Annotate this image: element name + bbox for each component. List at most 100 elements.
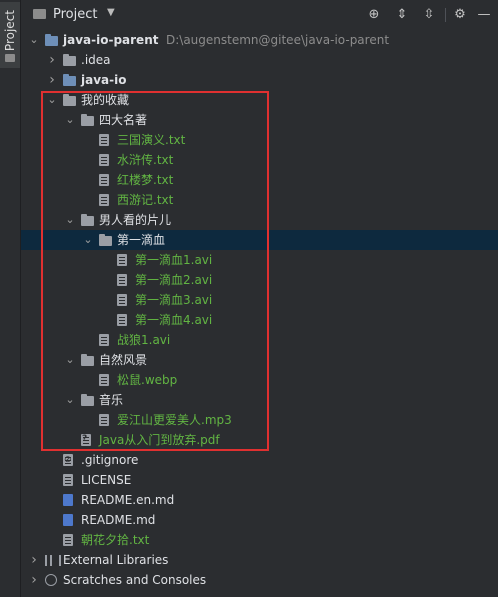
- tree-item-label: 朝花夕拾.txt: [81, 533, 150, 547]
- folder-icon: [63, 54, 76, 66]
- tree-row[interactable]: README.en.md: [21, 490, 498, 510]
- module-folder-icon: [63, 74, 76, 86]
- file-icon: [63, 474, 73, 486]
- folder-icon: [81, 214, 94, 226]
- file-icon: [117, 294, 127, 306]
- tree-row[interactable]: 第一滴血2.avi: [21, 270, 498, 290]
- tree-row[interactable]: README.md: [21, 510, 498, 530]
- collapse-all-icon[interactable]: ⇳: [423, 7, 435, 22]
- folder-icon: [63, 94, 76, 106]
- tree-row[interactable]: 朝花夕拾.txt: [21, 530, 498, 550]
- tree-item-label: 第一滴血2.avi: [135, 273, 213, 287]
- module-folder-icon: [45, 34, 58, 46]
- tree-item-label: 第一滴血1.avi: [135, 253, 213, 267]
- file-icon: [117, 254, 127, 266]
- chevron-down-icon[interactable]: ⌄: [65, 393, 75, 406]
- tree-row[interactable]: LICENSE: [21, 470, 498, 490]
- file-icon: [99, 194, 109, 206]
- tree-item-label: 四大名著: [99, 113, 148, 127]
- tree-row[interactable]: ⌄ 我的收藏: [21, 90, 498, 110]
- gitignore-file-icon: [63, 454, 73, 466]
- library-icon: [45, 555, 61, 566]
- file-icon: [63, 534, 73, 546]
- tree-item-label: External Libraries: [63, 553, 169, 567]
- tree-row[interactable]: › java-io: [21, 70, 498, 90]
- tree-item-label: java-io-parent: [63, 33, 159, 47]
- project-panel-header: Project ▼ ⊕ ⇕ ⇳ ⚙ —: [21, 0, 498, 30]
- panel-title[interactable]: Project: [53, 7, 98, 22]
- tree-item-label: 男人看的片儿: [99, 213, 172, 227]
- chevron-down-icon[interactable]: ⌄: [65, 213, 75, 226]
- tree-item-label: 音乐: [99, 393, 124, 407]
- chevron-down-icon[interactable]: ⌄: [83, 233, 93, 246]
- tree-item-label: 战狼1.avi: [117, 333, 171, 347]
- tree-item-label: 三国演义.txt: [117, 133, 186, 147]
- tree-item-label: 松鼠.webp: [117, 373, 178, 387]
- tree-item-label: .idea: [81, 53, 111, 67]
- tree-row[interactable]: 松鼠.webp: [21, 370, 498, 390]
- chevron-right-icon[interactable]: ›: [49, 52, 55, 68]
- hide-icon[interactable]: —: [477, 7, 491, 22]
- chevron-down-icon[interactable]: ⌄: [65, 113, 75, 126]
- tree-item-label: Java从入门到放弃.pdf: [99, 433, 220, 447]
- chevron-right-icon[interactable]: ›: [31, 572, 37, 588]
- file-icon: [99, 154, 109, 166]
- tree-row[interactable]: 第一滴血3.avi: [21, 290, 498, 310]
- file-icon: [99, 414, 109, 426]
- tree-item-label: 我的收藏: [81, 93, 130, 107]
- chevron-right-icon[interactable]: ›: [31, 552, 37, 568]
- tree-row[interactable]: ⌄ 音乐: [21, 390, 498, 410]
- tree-row[interactable]: .gitignore: [21, 450, 498, 470]
- file-icon: [99, 334, 109, 346]
- tree-row[interactable]: ⌄ 男人看的片儿: [21, 210, 498, 230]
- folder-icon: [81, 114, 94, 126]
- tree-item-label: 水浒传.txt: [117, 153, 174, 167]
- markdown-file-icon: [63, 514, 73, 526]
- locate-icon[interactable]: ⊕: [368, 7, 380, 22]
- tree-item-label: .gitignore: [81, 453, 139, 467]
- folder-icon: [99, 234, 112, 246]
- folder-icon: [81, 394, 94, 406]
- tree-row[interactable]: 战狼1.avi: [21, 330, 498, 350]
- chevron-down-icon[interactable]: ⌄: [29, 33, 39, 46]
- chevron-down-icon[interactable]: ⌄: [65, 353, 75, 366]
- gear-icon[interactable]: ⚙: [454, 7, 466, 22]
- tree-row[interactable]: › External Libraries: [21, 550, 498, 570]
- folder-icon: [81, 354, 94, 366]
- tree-row[interactable]: › Scratches and Consoles: [21, 570, 498, 590]
- tree-row[interactable]: ⌄ 第一滴血: [21, 230, 498, 250]
- toolbar-divider: [445, 8, 446, 22]
- tree-item-label: java-io: [81, 73, 127, 87]
- tree-row[interactable]: ⌄ 四大名著: [21, 110, 498, 130]
- tree-item-label: 第一滴血4.avi: [135, 313, 213, 327]
- tree-item-label: 第一滴血: [117, 233, 166, 247]
- project-tool-tab[interactable]: Project: [0, 2, 20, 68]
- tool-window-strip: Project: [0, 0, 21, 597]
- tree-row[interactable]: 第一滴血1.avi: [21, 250, 498, 270]
- scratch-icon: [45, 574, 57, 586]
- tree-row[interactable]: 水浒传.txt: [21, 150, 498, 170]
- tree-row[interactable]: 爱江山更爱美人.mp3: [21, 410, 498, 430]
- chevron-right-icon[interactable]: ›: [49, 72, 55, 88]
- tree-item-label: 爱江山更爱美人.mp3: [117, 413, 232, 427]
- file-icon: [117, 314, 127, 326]
- chevron-down-icon[interactable]: ⌄: [47, 93, 57, 106]
- tree-row[interactable]: 三国演义.txt: [21, 130, 498, 150]
- file-icon: [99, 134, 109, 146]
- unknown-file-icon: [81, 433, 91, 446]
- tree-row[interactable]: Java从入门到放弃.pdf: [21, 430, 498, 450]
- tree-item-label: Scratches and Consoles: [63, 573, 207, 587]
- tree-item-label: 自然风景: [99, 353, 148, 367]
- file-icon: [99, 374, 109, 386]
- markdown-file-icon: [63, 494, 73, 506]
- tree-row[interactable]: 西游记.txt: [21, 190, 498, 210]
- expand-all-icon[interactable]: ⇕: [396, 7, 408, 22]
- chevron-down-icon[interactable]: ▼: [107, 7, 115, 18]
- tree-row[interactable]: 第一滴血4.avi: [21, 310, 498, 330]
- tree-row[interactable]: 红楼梦.txt: [21, 170, 498, 190]
- tree-item-label: 第一滴血3.avi: [135, 293, 213, 307]
- tree-row[interactable]: ⌄ 自然风景: [21, 350, 498, 370]
- tree-row[interactable]: › .idea: [21, 50, 498, 70]
